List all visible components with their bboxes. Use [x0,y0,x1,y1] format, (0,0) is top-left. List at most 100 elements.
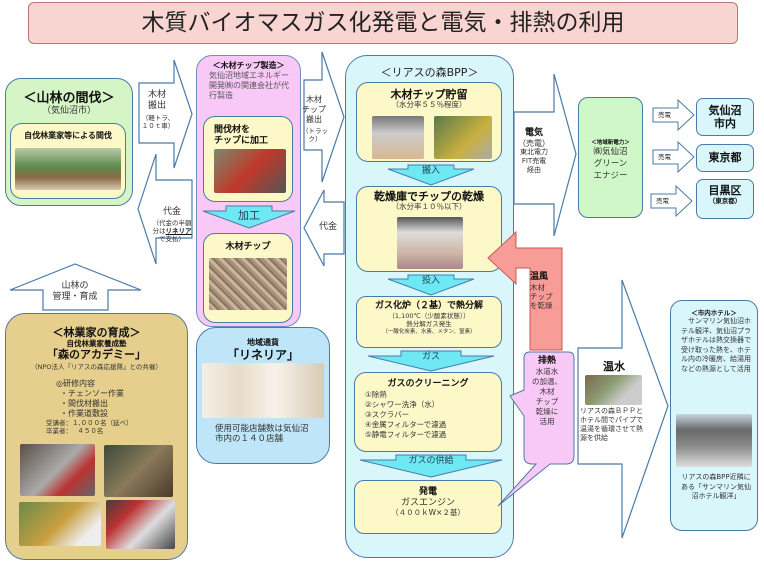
electricity-l2: 東北電力 [520,148,548,156]
sales-dest-tokyo: 東京都 [696,144,754,172]
power-box: 発電 ガスエンジン （４００ｋW×２基） [354,480,502,534]
cleaning-box: ガスのクリーニング ①除熱 ②シャワー洗浄（水） ③スクラバー ④金属フィルター… [354,372,502,452]
wood-out-label: 木材 搬出 [147,90,166,111]
title-banner: 木質バイオマスガス化発電と電気・排熱の利用 [28,2,738,44]
sales-arrow-label: 売電 [658,111,671,119]
attendees: 受講者：１,０００名（延べ） [46,419,133,427]
training-photo-3 [19,502,101,546]
hotel-photo [676,414,752,467]
cleaning-item: ⑤静電フィルターで濾過 [365,430,447,439]
gasifier-box: ガス化炉（２基）で熱分解 （1,100℃（少酸素状態）） 熱分解ガス発生 （一酸… [356,296,502,348]
power-title: 発電 [418,487,437,497]
training-photo-2 [104,445,173,497]
step4-arrow [359,454,503,478]
step3-label: ガス [421,352,440,362]
chip-out-note: （トラッ ク） [302,127,328,143]
forest-inner-box: 自伐林業家等による間伐 [10,123,126,199]
training-item: ・チェンソー作業 [60,389,124,398]
cleaning-item: ④金属フィルターで濾過 [365,420,447,429]
storage-note: （水分率５５％程度） [391,100,467,109]
hotel-desc: サンマリン気仙沼ホテル観洋、気仙沼プラザホテルは熱交換器で受け取った熱を、ホテル… [681,317,751,373]
pipe-photo [585,375,642,405]
forest-heading: ＜山林の間伐＞ [23,91,115,106]
academy-box: ＜林業家の育成＞ 自伐林業家養成塾 「森のアカデミー」 （NPO法人「リアスの森… [5,313,188,560]
hot-water-desc: リアスの森ＢＰＰとホテル間でパイプで温湯を循環させて熱源を供給 [580,407,643,442]
cleaning-item: ③スクラバー [365,410,410,419]
retailer-name: ㈱気仙沼 グリーン エナジー [593,147,628,181]
hot-water-arrow [577,279,669,539]
drying-note: （水分率１０％以下） [391,202,467,211]
payment-right-label: 代金 [318,222,337,232]
gasifier-l2: 熱分解ガス発生 [406,320,452,328]
process-arrow-label: 加工 [238,209,260,222]
drying-title: 乾燥庫でチップの乾燥 [374,190,484,203]
sales-dest-kesennuma: 気仙沼 市内 [696,98,754,136]
payment-left-arrow [137,153,193,265]
training-item: ・作業道敷設 [60,409,108,418]
forest-thinning-box: ＜山林の間伐＞ （気仙沼市） 自伐林業家等による間伐 [5,78,133,206]
gasifier-l3: （一酸化炭素、水素、メタン、窒素） [382,329,476,335]
wood-out-arrow [138,59,193,169]
cleaning-item: ②シャワー洗浄（水） [365,400,440,409]
storage-box: 木材チップ貯留 （水分率５５％程度） [356,82,502,162]
step3-arrow [367,350,495,372]
payment-left-note2: で支払） [159,235,185,243]
drying-photo [397,217,463,269]
forest-photo [15,148,121,190]
payment-left-label: 代金 [162,207,181,217]
sales-arrow-1 [652,98,695,132]
step1-label: 搬入 [421,166,440,176]
hot-water-title: 温水 [603,360,625,373]
process-down-arrow [202,205,296,229]
power-engine: ガスエンジン [400,498,455,508]
training-title: ◎研修内容 [56,379,95,388]
forest-inner-title: 自伐林業家等による間伐 [24,131,112,140]
electricity-arrow [513,73,577,237]
sales-arrow-3 [650,184,693,218]
sales-dest-sub: （東京都） [708,197,742,205]
training-item: ・間伐材搬出 [60,399,108,408]
chip-process-title: 間伐材を チップに加工 [214,125,269,146]
bpp-box: ＜リアスの森BPP＞ 木材チップ貯留 （水分率５５％程度） 搬入 乾燥庫でチップ… [345,55,514,558]
payment-left-rineria: リネリア [165,227,192,235]
warm-air-title: 温風 [530,272,549,282]
training-photo-1 [20,444,95,496]
storage-title: 木材チップ貯留 [390,88,468,101]
electricity-title: 電気 [524,128,543,138]
drying-box: 乾燥庫でチップの乾燥 （水分率１０％以下） [356,186,502,272]
chip-mfg-desc: 気仙沼地域エネルギー開発㈱の関連会社が代行製造 [209,71,289,100]
bpp-heading: ＜リアスの森BPP＞ [380,66,479,79]
chip-process-box: 間伐材を チップに加工 [203,116,293,202]
sales-arrow-2 [652,140,695,174]
forest-sub: （気仙沼市） [41,106,96,116]
chip-storage-photo [372,116,424,159]
wood-chip-box: 木材チップ [203,233,293,323]
waste-heat-title: 排熱 [537,356,556,366]
retailer-label: ＜地域新電力＞ [591,140,630,146]
training-photo-4 [106,500,175,549]
payment-right-arrow [303,189,345,267]
hotel-caption: リアスの森BPP近隣にある「サンマリン気仙沼ホテル観洋」 [681,473,751,500]
rineria-note-image [202,363,324,418]
electricity-l4: 経由 [527,166,541,174]
step2-label: 投入 [421,276,440,286]
cleaning-title: ガスのクリーニング [387,379,469,389]
chip-out-arrow [303,51,345,183]
wood-chip-photo [209,258,287,310]
loader-photo [434,116,492,159]
gasifier-l1: （1,100℃（少酸素状態）） [388,312,470,320]
sales-arrow-label: 売電 [656,197,669,205]
hotel-box: ＜市内ホテル＞ サンマリン気仙沼ホテル観洋、気仙沼プラザホテルは熱交換器で受け取… [670,300,758,531]
forest-mgmt-label: 山林の 管理・育成 [52,281,98,302]
power-spec: （４００ｋW×２基） [391,508,465,517]
sales-dest-name: 目黒区 [708,184,742,197]
cleaning-item: ①除熱 [365,390,387,399]
electricity-l3: FIT売電 [521,157,547,165]
currency-name: 「リネリア」 [226,348,299,362]
payment-left-note: （代金の半額 分は [152,219,192,235]
wood-chip-title: 木材チップ [225,242,271,252]
graduates: 卒業者： ４５０名 [46,427,104,435]
currency-desc: 使用可能店舗数は気仙沼市内の１４０店舗 [215,424,309,444]
waste-heat-callout-shape [497,351,575,507]
step2-arrow [387,274,475,296]
